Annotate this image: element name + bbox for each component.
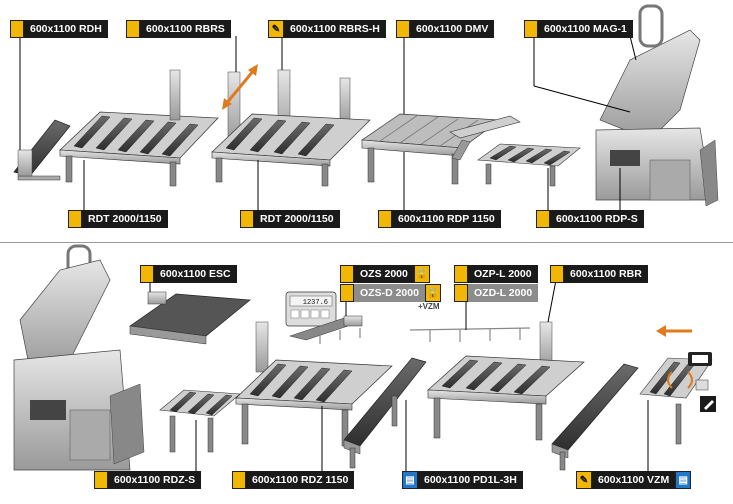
esc-unit bbox=[129, 291, 251, 345]
label-rdt1: RDT 2000/1150 bbox=[68, 210, 168, 228]
marker-square bbox=[232, 471, 246, 489]
section-divider bbox=[0, 242, 733, 243]
label-text: 600x1100 RBRS-H bbox=[284, 20, 386, 38]
label-text: 600x1100 RDP-S bbox=[550, 210, 644, 228]
label-text: 600x1100 PD1L-3H bbox=[418, 471, 523, 489]
label-rdt2: RDT 2000/1150 bbox=[240, 210, 340, 228]
label-ozs: OZS 2000🔒 bbox=[340, 265, 430, 283]
band-saw-left bbox=[13, 244, 145, 471]
label-ozsd: OZS-D 2000🔒 bbox=[340, 284, 441, 302]
rdh-unit bbox=[13, 119, 71, 181]
marker-square bbox=[126, 20, 140, 38]
marker-square bbox=[378, 210, 392, 228]
rdp-table bbox=[360, 113, 521, 185]
label-text: OZS 2000 bbox=[354, 265, 414, 283]
label-ozdl: OZD-L 2000 bbox=[454, 284, 539, 302]
marker-square bbox=[454, 284, 468, 302]
label-text: OZD-L 2000 bbox=[468, 284, 539, 302]
label-ozpl: OZP-L 2000 bbox=[454, 265, 538, 283]
rdt-table-1 bbox=[59, 111, 219, 187]
label-text: RDT 2000/1150 bbox=[82, 210, 168, 228]
label-text: 600x1100 RDZ-S bbox=[108, 471, 202, 489]
label-text: 600x1100 RBR bbox=[564, 265, 648, 283]
pencil-icon: ✎ bbox=[576, 471, 592, 489]
mag-1-saw bbox=[595, 4, 719, 207]
move-arrow-icon bbox=[222, 64, 258, 110]
conveyor-icon: ▤ bbox=[675, 471, 692, 489]
label-text: 600x1100 DMV bbox=[410, 20, 495, 38]
marker-square bbox=[68, 210, 82, 228]
label-rdzs: 600x1100 RDZ-S bbox=[94, 471, 202, 489]
rdz-table bbox=[235, 321, 393, 447]
marker-square bbox=[396, 20, 410, 38]
vzm-note: +VZM bbox=[418, 302, 440, 311]
pd1l-conveyor bbox=[343, 357, 427, 469]
label-rbrs: 600x1100 RBRS bbox=[126, 20, 231, 38]
marker-square bbox=[94, 471, 108, 489]
label-text: OZP-L 2000 bbox=[468, 265, 538, 283]
marker-square bbox=[550, 265, 564, 283]
rbrs-unit bbox=[169, 69, 371, 187]
marker-square bbox=[340, 284, 354, 302]
pencil-icon: ✎ bbox=[268, 20, 284, 38]
marker-square bbox=[240, 210, 254, 228]
label-rdp: 600x1100 RDP 1150 bbox=[378, 210, 501, 228]
rdz-s-unit bbox=[159, 389, 241, 453]
marker-square bbox=[140, 265, 154, 283]
label-text: 600x1100 RBRS bbox=[140, 20, 231, 38]
marker-square bbox=[536, 210, 550, 228]
marker-square bbox=[524, 20, 538, 38]
label-mag1: 600x1100 MAG-1 bbox=[524, 20, 633, 38]
rdp-s-unit bbox=[477, 143, 581, 187]
label-rdz: 600x1100 RDZ 1150 bbox=[232, 471, 355, 489]
label-text: 600x1100 RDH bbox=[24, 20, 108, 38]
label-text: 600x1100 VZM bbox=[592, 471, 676, 489]
label-text: 600x1100 RDP 1150 bbox=[392, 210, 501, 228]
ozp-stops bbox=[409, 327, 531, 342]
marker-square bbox=[454, 265, 468, 283]
rbr-table bbox=[427, 321, 585, 441]
label-vzm: ✎600x1100 VZM▤ bbox=[576, 471, 692, 489]
label-rbr: 600x1100 RBR bbox=[550, 265, 648, 283]
label-text: 600x1100 RDZ 1150 bbox=[246, 471, 355, 489]
lock-icon: 🔒 bbox=[413, 265, 430, 283]
marker-square bbox=[10, 20, 24, 38]
lock-icon: 🔒 bbox=[424, 284, 441, 302]
ozs-display-unit: 1237.6 bbox=[285, 291, 363, 344]
label-text: RDT 2000/1150 bbox=[254, 210, 340, 228]
conveyor-icon: ▤ bbox=[402, 471, 418, 489]
vzm-conveyor bbox=[551, 352, 716, 471]
display-readout: 1237.6 bbox=[303, 299, 328, 307]
label-text: 600x1100 ESC bbox=[154, 265, 237, 283]
feed-arrow-icon bbox=[656, 325, 692, 337]
label-pd1l: ▤600x1100 PD1L-3H bbox=[402, 471, 523, 489]
label-esc: 600x1100 ESC bbox=[140, 265, 237, 283]
marker-square bbox=[340, 265, 354, 283]
label-text: OZS-D 2000 bbox=[354, 284, 425, 302]
label-rbrs_h: ✎600x1100 RBRS-H bbox=[268, 20, 386, 38]
label-rdps: 600x1100 RDP-S bbox=[536, 210, 644, 228]
label-rdh: 600x1100 RDH bbox=[10, 20, 108, 38]
label-text: 600x1100 MAG-1 bbox=[538, 20, 633, 38]
label-dmv: 600x1100 DMV bbox=[396, 20, 495, 38]
